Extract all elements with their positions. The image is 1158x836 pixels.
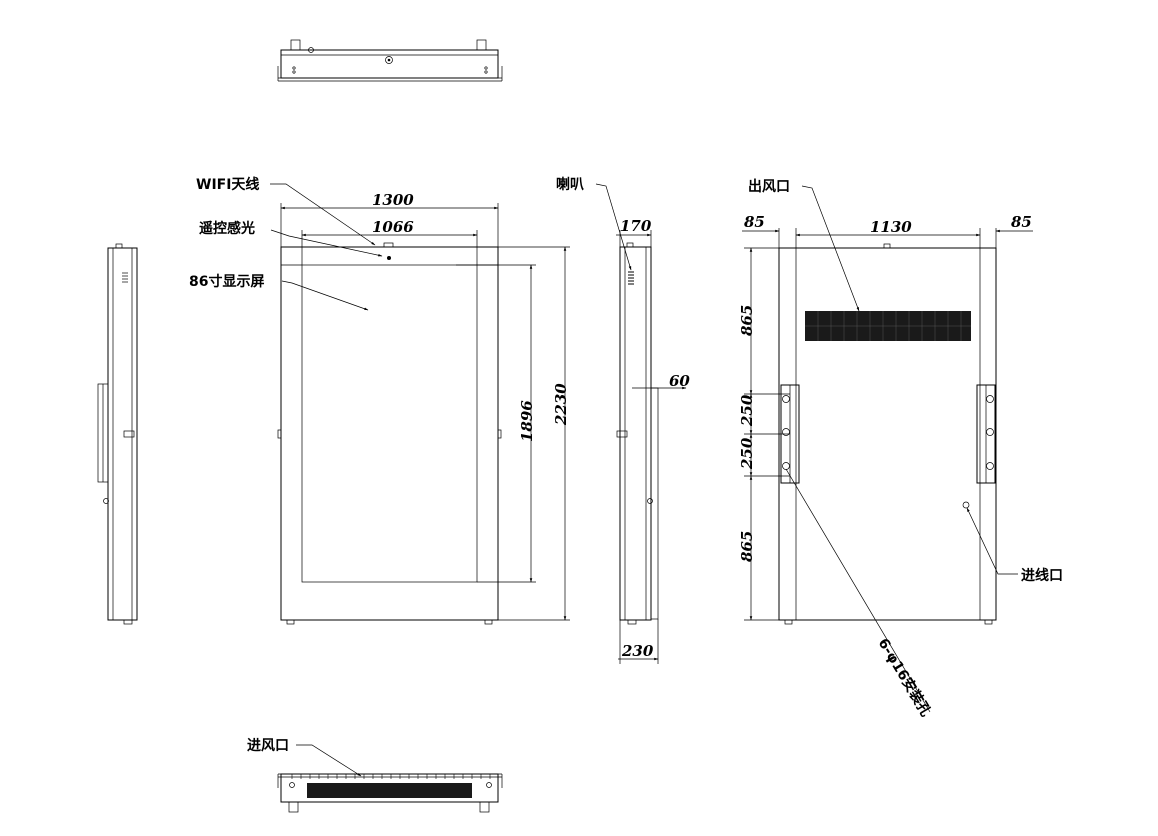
top-view	[277, 39, 503, 82]
speaker-grill	[628, 271, 634, 285]
top-view-camera	[385, 56, 393, 64]
dim-back-margin-right: 85	[1011, 213, 1032, 231]
left-side-body	[107, 247, 138, 621]
wifi-antenna-label: WIFI天线	[196, 176, 259, 193]
dim-back-hole-spacing-2: 250	[738, 437, 756, 470]
right-side-bracket	[650, 387, 659, 620]
front-view	[270, 183, 570, 625]
air-outlet-label: 出风口	[748, 178, 790, 195]
dim-side-depth-bottom: 230	[621, 642, 654, 660]
bottom-view	[277, 744, 503, 813]
top-view-tab-left	[290, 39, 301, 51]
dim-back-margin-left: 85	[744, 213, 765, 231]
dim-screen-width: 1066	[372, 218, 414, 236]
left-side-speaker-grill	[122, 272, 128, 283]
dim-front-width: 1300	[372, 191, 414, 209]
front-screen-area	[301, 264, 478, 583]
speaker-label: 喇叭	[556, 176, 584, 193]
dim-back-inner-width: 1130	[870, 218, 912, 236]
dim-screen-height: 1896	[518, 400, 536, 442]
dim-front-height: 2230	[552, 383, 570, 426]
left-side-view	[97, 243, 138, 625]
inlet-vent	[307, 783, 472, 798]
dim-back-top-segment: 865	[738, 305, 756, 336]
bottom-vent-teeth	[291, 774, 491, 779]
screen-label: 86寸显示屏	[189, 273, 264, 290]
remote-sensor	[387, 256, 391, 260]
dim-back-bottom-segment: 865	[738, 531, 756, 562]
cable-inlet-label: 进线口	[1021, 567, 1063, 584]
back-view	[742, 185, 1033, 713]
top-view-tab-right	[476, 39, 487, 51]
front-outer-frame	[280, 246, 499, 621]
mount-bracket-right	[976, 384, 996, 484]
right-side-view	[595, 183, 687, 664]
mounting-holes-label: 6-φ16安装孔	[875, 635, 935, 719]
remote-sensor-label: 遥控感光	[199, 220, 255, 237]
dim-back-hole-spacing-1: 250	[738, 394, 756, 427]
dim-side-depth-top: 170	[620, 217, 652, 235]
top-view-body	[280, 49, 499, 79]
dim-side-bracket: 60	[669, 372, 690, 390]
cable-entry	[962, 501, 970, 509]
wifi-antenna-mount	[383, 242, 394, 248]
back-panel	[778, 247, 997, 621]
air-inlet-label: 进风口	[247, 738, 289, 754]
